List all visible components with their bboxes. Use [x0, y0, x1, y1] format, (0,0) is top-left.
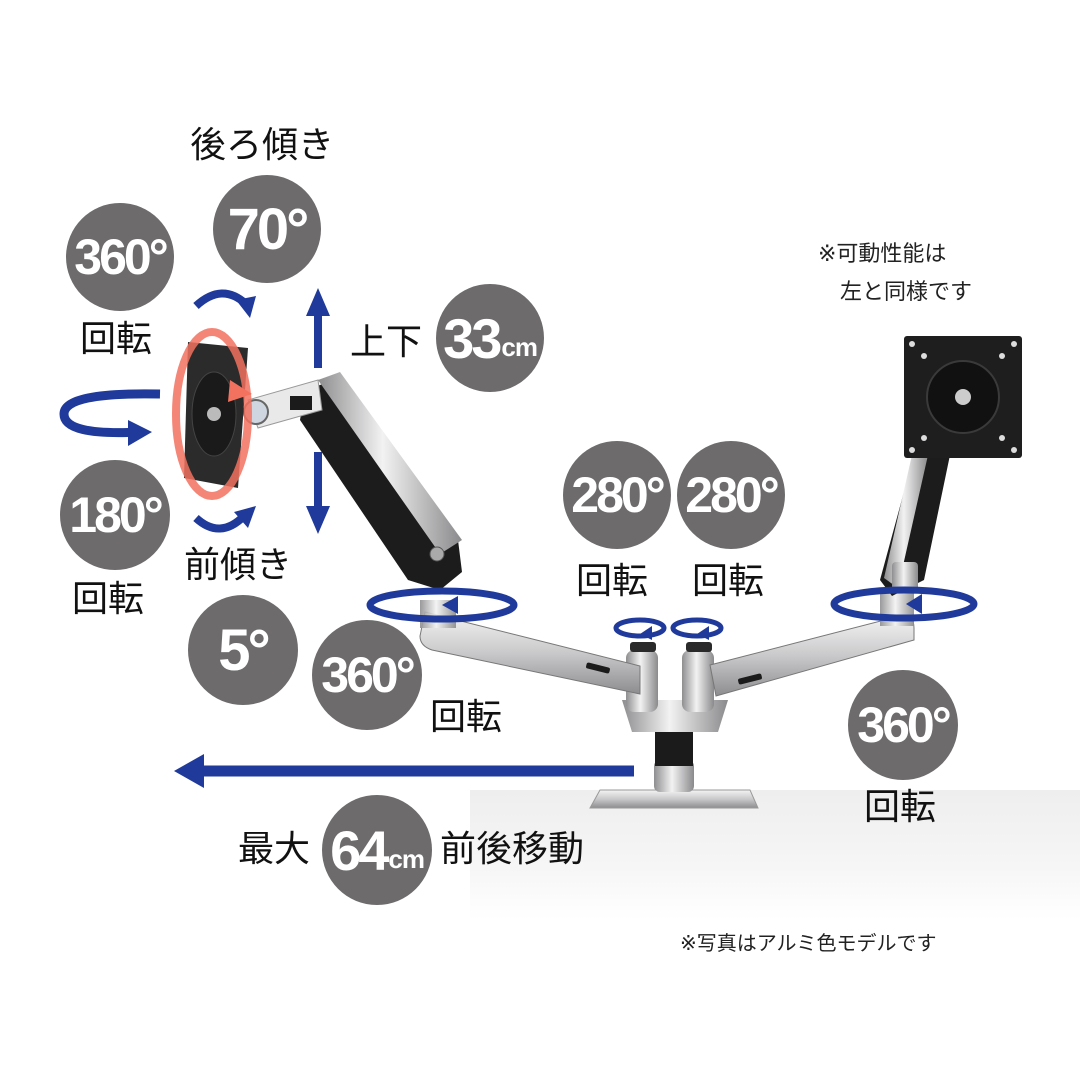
right-note-line2: 左と同様です — [840, 280, 973, 305]
footer-note: ※写真はアルミ色モデルです — [680, 931, 937, 955]
swivel-badge: 180° — [60, 460, 170, 570]
rotation-ring-icon — [59, 389, 161, 438]
reach-unit: cm — [388, 843, 425, 874]
left-vesa-plate — [184, 342, 248, 488]
desk-surface — [470, 790, 1080, 920]
curved-arrow-icon — [193, 513, 247, 533]
reach-prefix: 最大 — [238, 829, 311, 870]
reach-suffix: 前後移動 — [440, 829, 585, 870]
height-unit: cm — [501, 331, 538, 362]
right-note-line1: ※可動性能は — [818, 242, 947, 267]
rotate-badge: 360° — [66, 203, 174, 311]
tilt-forward-label: 前傾き — [184, 545, 293, 586]
swivel-label: 回転 — [72, 579, 145, 620]
base-pivot-left-label: 回転 — [576, 561, 649, 602]
tilt-back-label: 後ろ傾き — [190, 125, 335, 166]
tilt-forward-badge: 5° — [188, 595, 298, 705]
right-elbow-label: 回転 — [864, 787, 937, 828]
rotate-label: 回転 — [80, 319, 153, 360]
elbow-badge: 360° — [312, 620, 422, 730]
left-lower-arm — [419, 600, 641, 695]
tilt-back-badge: 70° — [213, 175, 321, 283]
rotation-ring-icon — [613, 617, 667, 639]
blue-arrows — [59, 288, 978, 788]
base-pivot-right-label: 回転 — [692, 561, 765, 602]
left-upper-arm — [243, 372, 462, 590]
reach-value: 64 — [330, 818, 389, 882]
height-value: 33 — [443, 306, 502, 370]
rotation-ring-icon — [172, 328, 252, 500]
base-pivot-right-badge: 280° — [677, 441, 785, 549]
elbow-label: 回転 — [430, 697, 503, 738]
right-elbow-badge: 360° — [848, 670, 958, 780]
right-upper-arm — [880, 455, 950, 596]
base-pivot-left-badge: 280° — [563, 441, 671, 549]
height-label: 上下 — [350, 322, 423, 363]
rotation-ring-icon — [830, 586, 978, 622]
rotation-ring-icon — [366, 587, 518, 623]
rotation-ring-icon — [670, 617, 724, 639]
right-vesa-plate — [904, 336, 1022, 458]
